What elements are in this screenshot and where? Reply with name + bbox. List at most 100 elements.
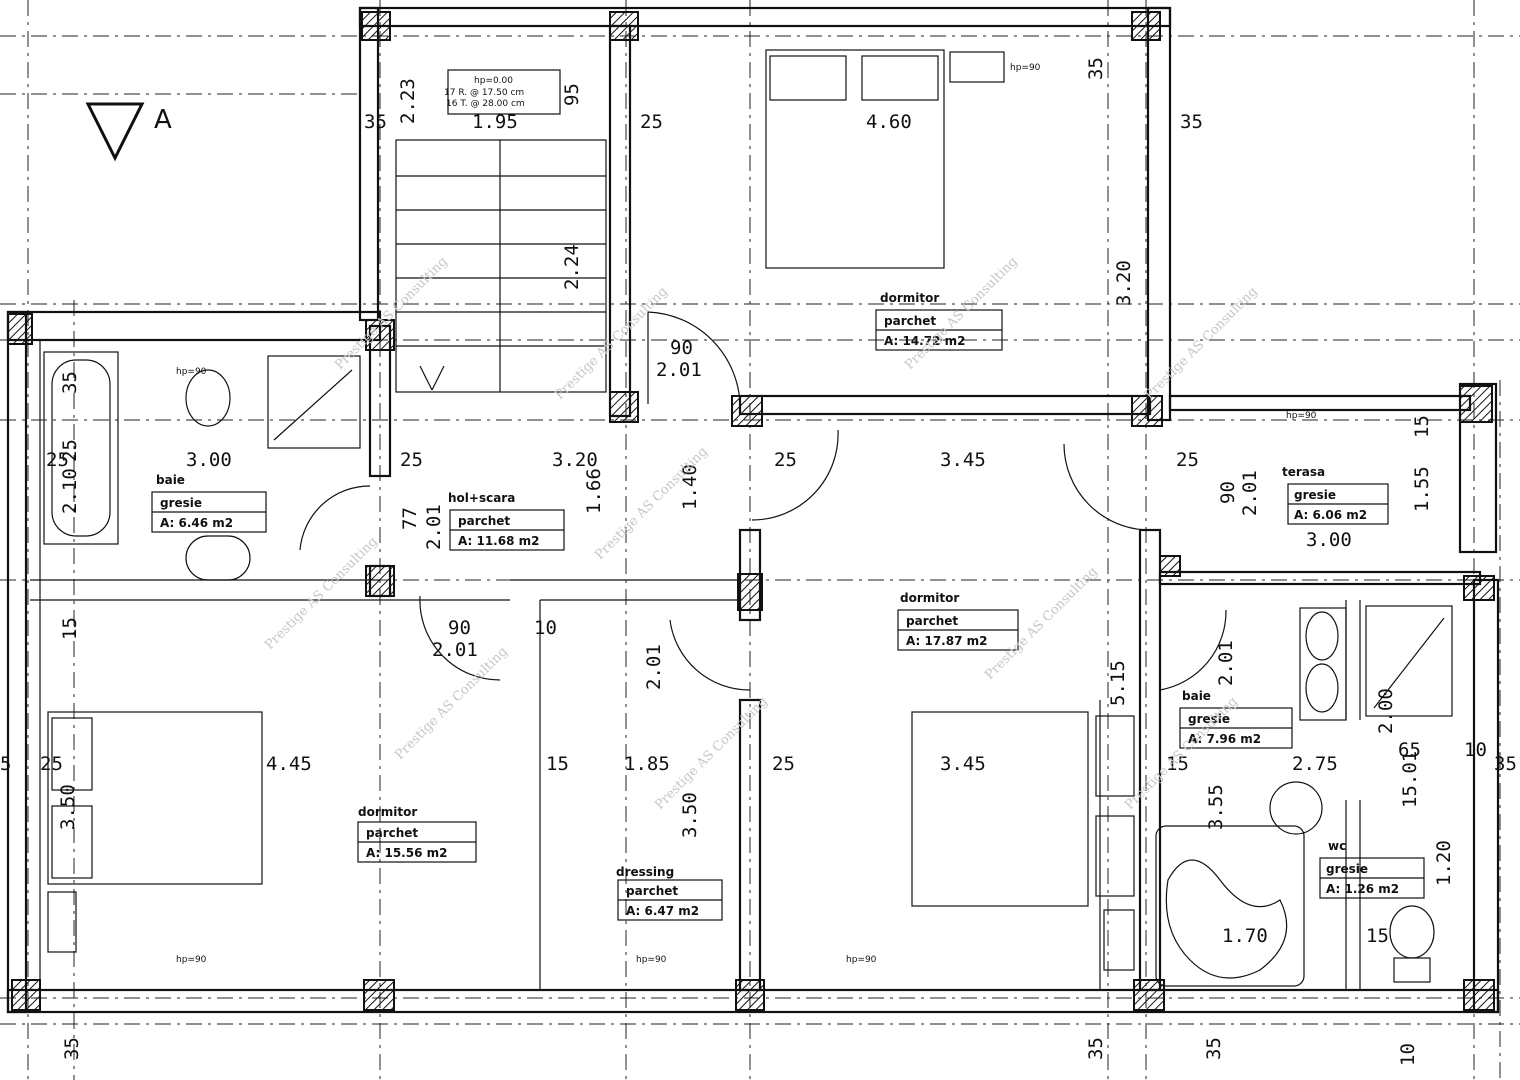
dimension-label: 2.75	[1292, 753, 1338, 775]
sill-notes: hp=90 hp=90 hp=90 hp=90 hp=90 hp=90	[176, 63, 1317, 965]
room-floor: gresie	[1188, 712, 1230, 726]
dimension-label: 3.00	[186, 449, 232, 471]
dimensions-bottom-row: 35 35 35	[61, 1037, 1225, 1060]
sill-note: hp=90	[1010, 63, 1041, 73]
room-name: baie	[156, 473, 185, 487]
dimension-label: 3.55	[1205, 784, 1227, 830]
room-label-baie-right: baie gresie A: 7.96 m2	[1179, 689, 1293, 749]
dimension-label: 2.01	[1215, 640, 1237, 686]
room-area: A: 15.56 m2	[366, 846, 447, 860]
room-label-dormitor-left: dormitor parchet A: 15.56 m2	[357, 805, 477, 863]
dimension-label: 3.00	[1306, 529, 1352, 551]
dimension-label: 15.01	[1399, 751, 1421, 808]
sill-note: hp=90	[1286, 411, 1317, 421]
dimension-label: 35	[1494, 753, 1517, 775]
room-label-dressing: dressing parchet A: 6.47 m2	[616, 865, 723, 921]
watermark-text: Prestige AS Consulting	[652, 694, 771, 813]
dimension-label: 35	[59, 371, 81, 394]
dimensions-mid-row: 25 3.00 25 3.20 25 3.45 25 3.00	[46, 449, 1352, 551]
dimension-label: 3.20	[552, 449, 598, 471]
dimension-label: 2.23	[397, 78, 419, 124]
room-area: A: 6.47 m2	[626, 904, 699, 918]
room-name: terasa	[1282, 465, 1325, 479]
watermark-text: Prestige AS Consulting	[392, 644, 511, 763]
dimension-label: 2.24	[561, 244, 583, 290]
dimension-label: 2.01	[643, 644, 665, 690]
dimension-label: 35	[1085, 1037, 1107, 1060]
dimension-label: 3.45	[940, 753, 986, 775]
walls	[6, 6, 1500, 1014]
dimension-label: 2.10	[59, 468, 81, 514]
room-area: A: 14.72 m2	[884, 334, 965, 348]
dimension-label: 5.15	[1107, 660, 1129, 706]
dimension-label: 3.45	[940, 449, 986, 471]
dimension-label: 1.20	[1433, 840, 1455, 886]
room-floor: parchet	[458, 514, 510, 528]
stair-note: 16 T. @ 28.00 cm	[446, 99, 525, 109]
sill-note: hp=90	[846, 955, 877, 965]
doors	[299, 311, 1227, 691]
dimensions-vertical: 35 2.23 95 2.24 3.20 35 2.10 25 1.66 2.0…	[57, 57, 1455, 1066]
section-marker-label: A	[154, 105, 172, 135]
room-floor: gresie	[1326, 862, 1368, 876]
room-name: dormitor	[900, 591, 959, 605]
dimension-label: 25	[59, 439, 81, 462]
door-dimension: 10	[534, 617, 557, 639]
room-name: dormitor	[358, 805, 417, 819]
dimension-label: 2.00	[1375, 688, 1397, 734]
dimension-label: 2.01	[423, 504, 445, 550]
room-label-terasa: terasa gresie A: 6.06 m2	[1282, 465, 1389, 525]
dimension-label: 25	[46, 449, 69, 471]
dimension-label: 25	[1176, 449, 1199, 471]
room-label-dormitor-top: dormitor parchet A: 14.72 m2	[875, 291, 1003, 351]
watermark-text: Prestige AS Consulting	[552, 284, 671, 403]
dimension-label: 10	[1464, 739, 1487, 761]
dimension-label: 15	[546, 753, 569, 775]
dimension-label: 4.45	[266, 753, 312, 775]
dimensions-low-row: 5 25 4.45 15 1.85 25 3.45 15 2.75 65 10 …	[0, 739, 1517, 775]
dimension-label: 2.01	[1239, 470, 1261, 516]
wc-dimension: 15	[1366, 925, 1389, 947]
dimension-label: 1.95	[472, 111, 518, 133]
dimension-label: 65	[1398, 739, 1421, 761]
stair-note: 17 R. @ 17.50 cm	[444, 88, 524, 98]
dimension-label: 5	[0, 753, 11, 775]
room-floor: parchet	[366, 826, 418, 840]
room-name: baie	[1182, 689, 1211, 703]
dimension-label: 25	[400, 449, 423, 471]
dimension-label: 77	[399, 507, 421, 530]
room-label-baie-left: baie gresie A: 6.46 m2	[151, 473, 267, 533]
staircase	[395, 69, 607, 393]
door-dimension: 2.01	[656, 359, 702, 381]
dimension-label: 25	[40, 753, 63, 775]
dimension-label: 35	[61, 1037, 83, 1060]
columns	[7, 11, 1495, 1011]
room-floor: gresie	[1294, 488, 1336, 502]
stair-note: hp=0.00	[474, 76, 513, 86]
dimensions-top-row: 35 1.95 25 4.60 35	[364, 111, 1203, 133]
watermark-text: Prestige AS Consulting	[262, 534, 381, 653]
watermarks: Prestige AS Consulting Prestige AS Consu…	[262, 254, 1261, 813]
room-name: wc	[1328, 839, 1346, 853]
dimension-label: 25	[774, 449, 797, 471]
bath-dimension: 1.70	[1222, 925, 1268, 947]
dimension-label: 3.50	[57, 784, 79, 830]
room-area: A: 11.68 m2	[458, 534, 539, 548]
room-area: A: 17.87 m2	[906, 634, 987, 648]
room-name: dressing	[616, 865, 674, 879]
dimension-label: 3.50	[679, 792, 701, 838]
furniture	[43, 49, 1453, 987]
dimension-label: 10	[1397, 1043, 1419, 1066]
dimension-label: 1.66	[583, 468, 605, 514]
room-name: dormitor	[880, 291, 939, 305]
dimension-label: 25	[640, 111, 663, 133]
dimension-label: 35	[364, 111, 387, 133]
watermark-text: Prestige AS Consulting	[332, 254, 451, 373]
dimension-label: 35	[1085, 57, 1107, 80]
dimension-label: 35	[1203, 1037, 1225, 1060]
room-area: A: 1.26 m2	[1326, 882, 1399, 896]
door-dimension: 90	[670, 337, 693, 359]
dimension-label: 35	[1180, 111, 1203, 133]
room-floor: parchet	[906, 614, 958, 628]
